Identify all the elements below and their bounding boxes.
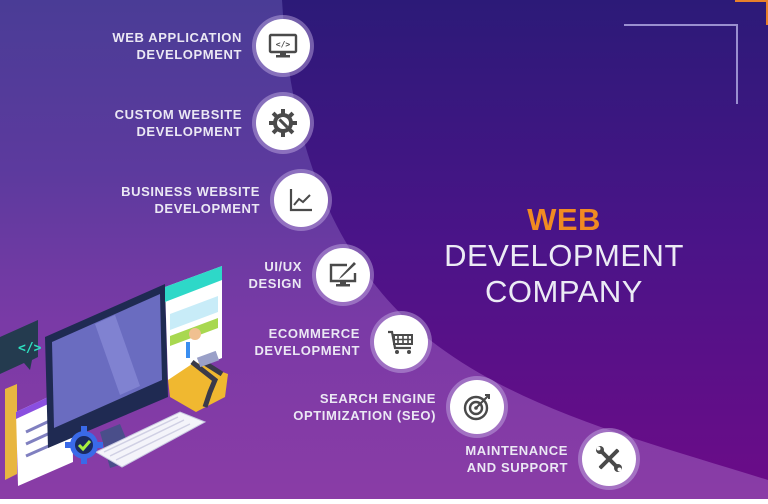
service-label: CUSTOM WEBSITE DEVELOPMENT — [114, 107, 242, 139]
developer-illustration: </> — [0, 262, 240, 499]
target-icon — [450, 380, 504, 434]
svg-text:</>: </> — [276, 40, 291, 49]
line-chart-icon — [274, 173, 328, 227]
service-item-seo: SEARCH ENGINE OPTIMIZATION (SEO) — [293, 380, 504, 434]
decorative-frame-line — [624, 24, 737, 26]
decorative-corner-accent — [766, 0, 768, 25]
tools-icon — [582, 432, 636, 486]
title-rest: DEVELOPMENT — [444, 238, 684, 273]
code-bubble-icon: </> — [0, 320, 42, 374]
monitor-code-icon: </> — [256, 19, 310, 73]
service-label: UI/UX DESIGN — [248, 259, 302, 291]
service-item-ui-ux: UI/UX DESIGN — [249, 248, 370, 302]
service-label: SEARCH ENGINE OPTIMIZATION (SEO) — [293, 391, 436, 423]
title-line2: COMPANY — [485, 274, 643, 309]
service-label: MAINTENANCE AND SUPPORT — [465, 443, 568, 475]
decorative-corner-accent — [735, 0, 768, 2]
service-item-maintenance: MAINTENANCE AND SUPPORT — [465, 432, 636, 486]
service-item-custom-website: CUSTOM WEBSITE DEVELOPMENT — [115, 96, 310, 150]
service-item-web-application: WEB APPLICATION DEVELOPMENT </> — [112, 19, 310, 73]
title-accent: WEB — [527, 202, 601, 237]
service-label: BUSINESS WEBSITE DEVELOPMENT — [121, 184, 260, 216]
shopping-cart-icon — [374, 315, 428, 369]
service-item-ecommerce: ECOMMERCE DEVELOPMENT — [254, 315, 428, 369]
svg-text:</>: </> — [18, 341, 42, 356]
service-item-business-website: BUSINESS WEBSITE DEVELOPMENT — [121, 173, 328, 227]
page-title: WEB DEVELOPMENT COMPANY — [404, 202, 724, 310]
monitor-pen-icon — [316, 248, 370, 302]
decorative-frame-line — [736, 24, 738, 104]
service-label: WEB APPLICATION DEVELOPMENT — [112, 30, 242, 62]
gear-wrench-icon — [256, 96, 310, 150]
service-label: ECOMMERCE DEVELOPMENT — [254, 326, 360, 358]
